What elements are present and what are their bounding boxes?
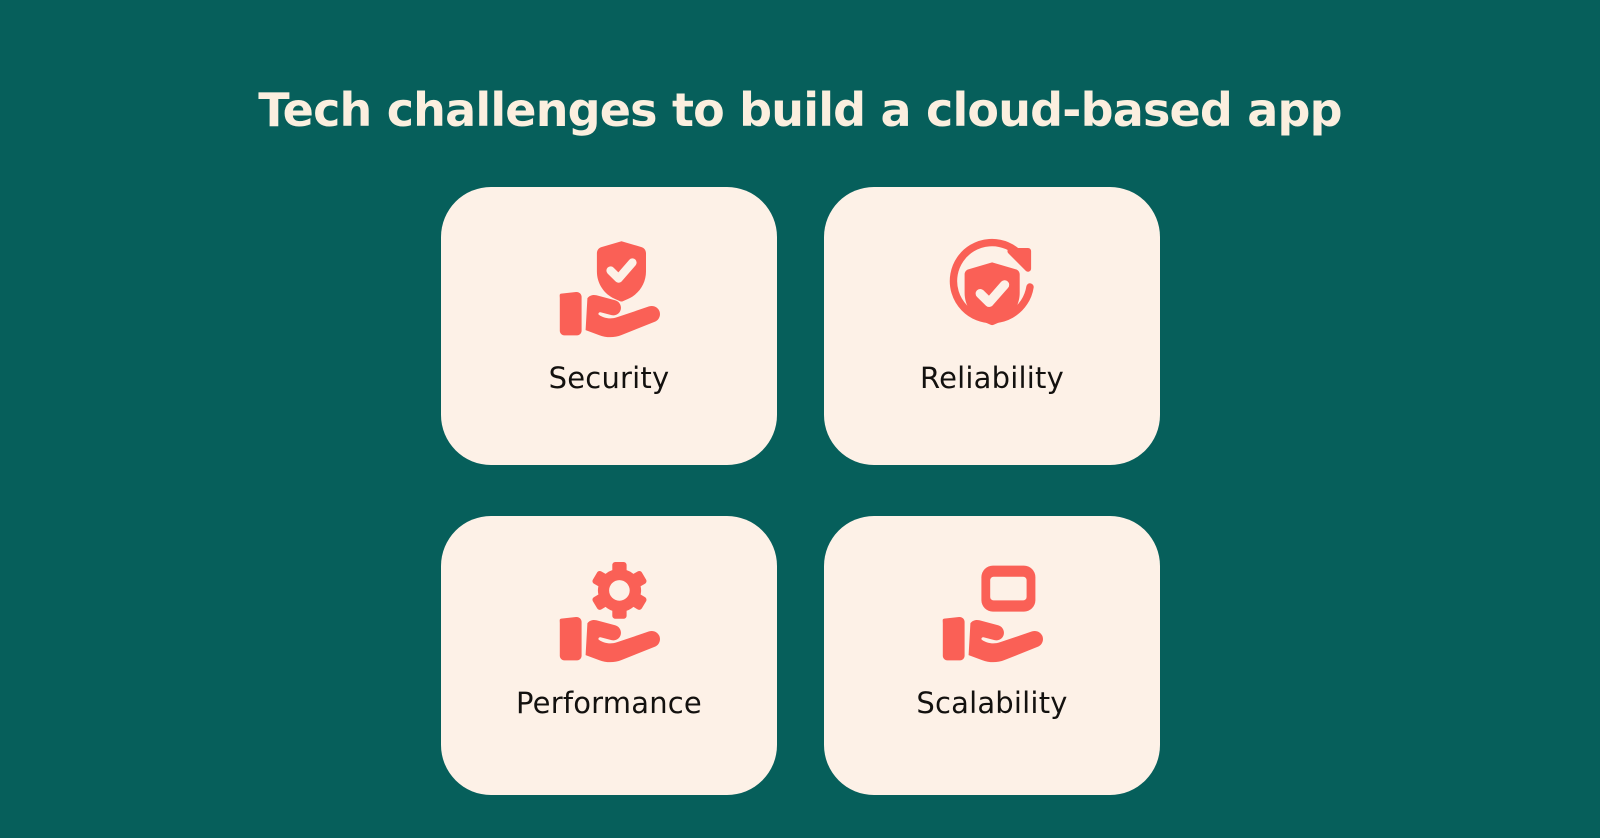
card-label-security: Security — [548, 361, 670, 395]
challenge-card-grid: Security Reliability — [441, 187, 1160, 795]
card-performance[interactable]: Performance — [441, 516, 777, 795]
card-scalability[interactable]: Scalability — [824, 516, 1160, 795]
card-label-performance: Performance — [516, 686, 702, 720]
circular-arrow-shield-check-icon — [949, 238, 1034, 326]
hand-holding-shield-check-icon — [559, 241, 660, 338]
card-label-reliability: Reliability — [920, 361, 1064, 395]
hand-holding-window-icon — [942, 565, 1043, 663]
page-title: Tech challenges to build a cloud-based a… — [258, 83, 1342, 137]
card-security[interactable]: Security — [441, 187, 777, 465]
hand-holding-gear-icon — [559, 562, 660, 663]
card-label-scalability: Scalability — [916, 686, 1068, 720]
card-reliability[interactable]: Reliability — [824, 187, 1160, 465]
